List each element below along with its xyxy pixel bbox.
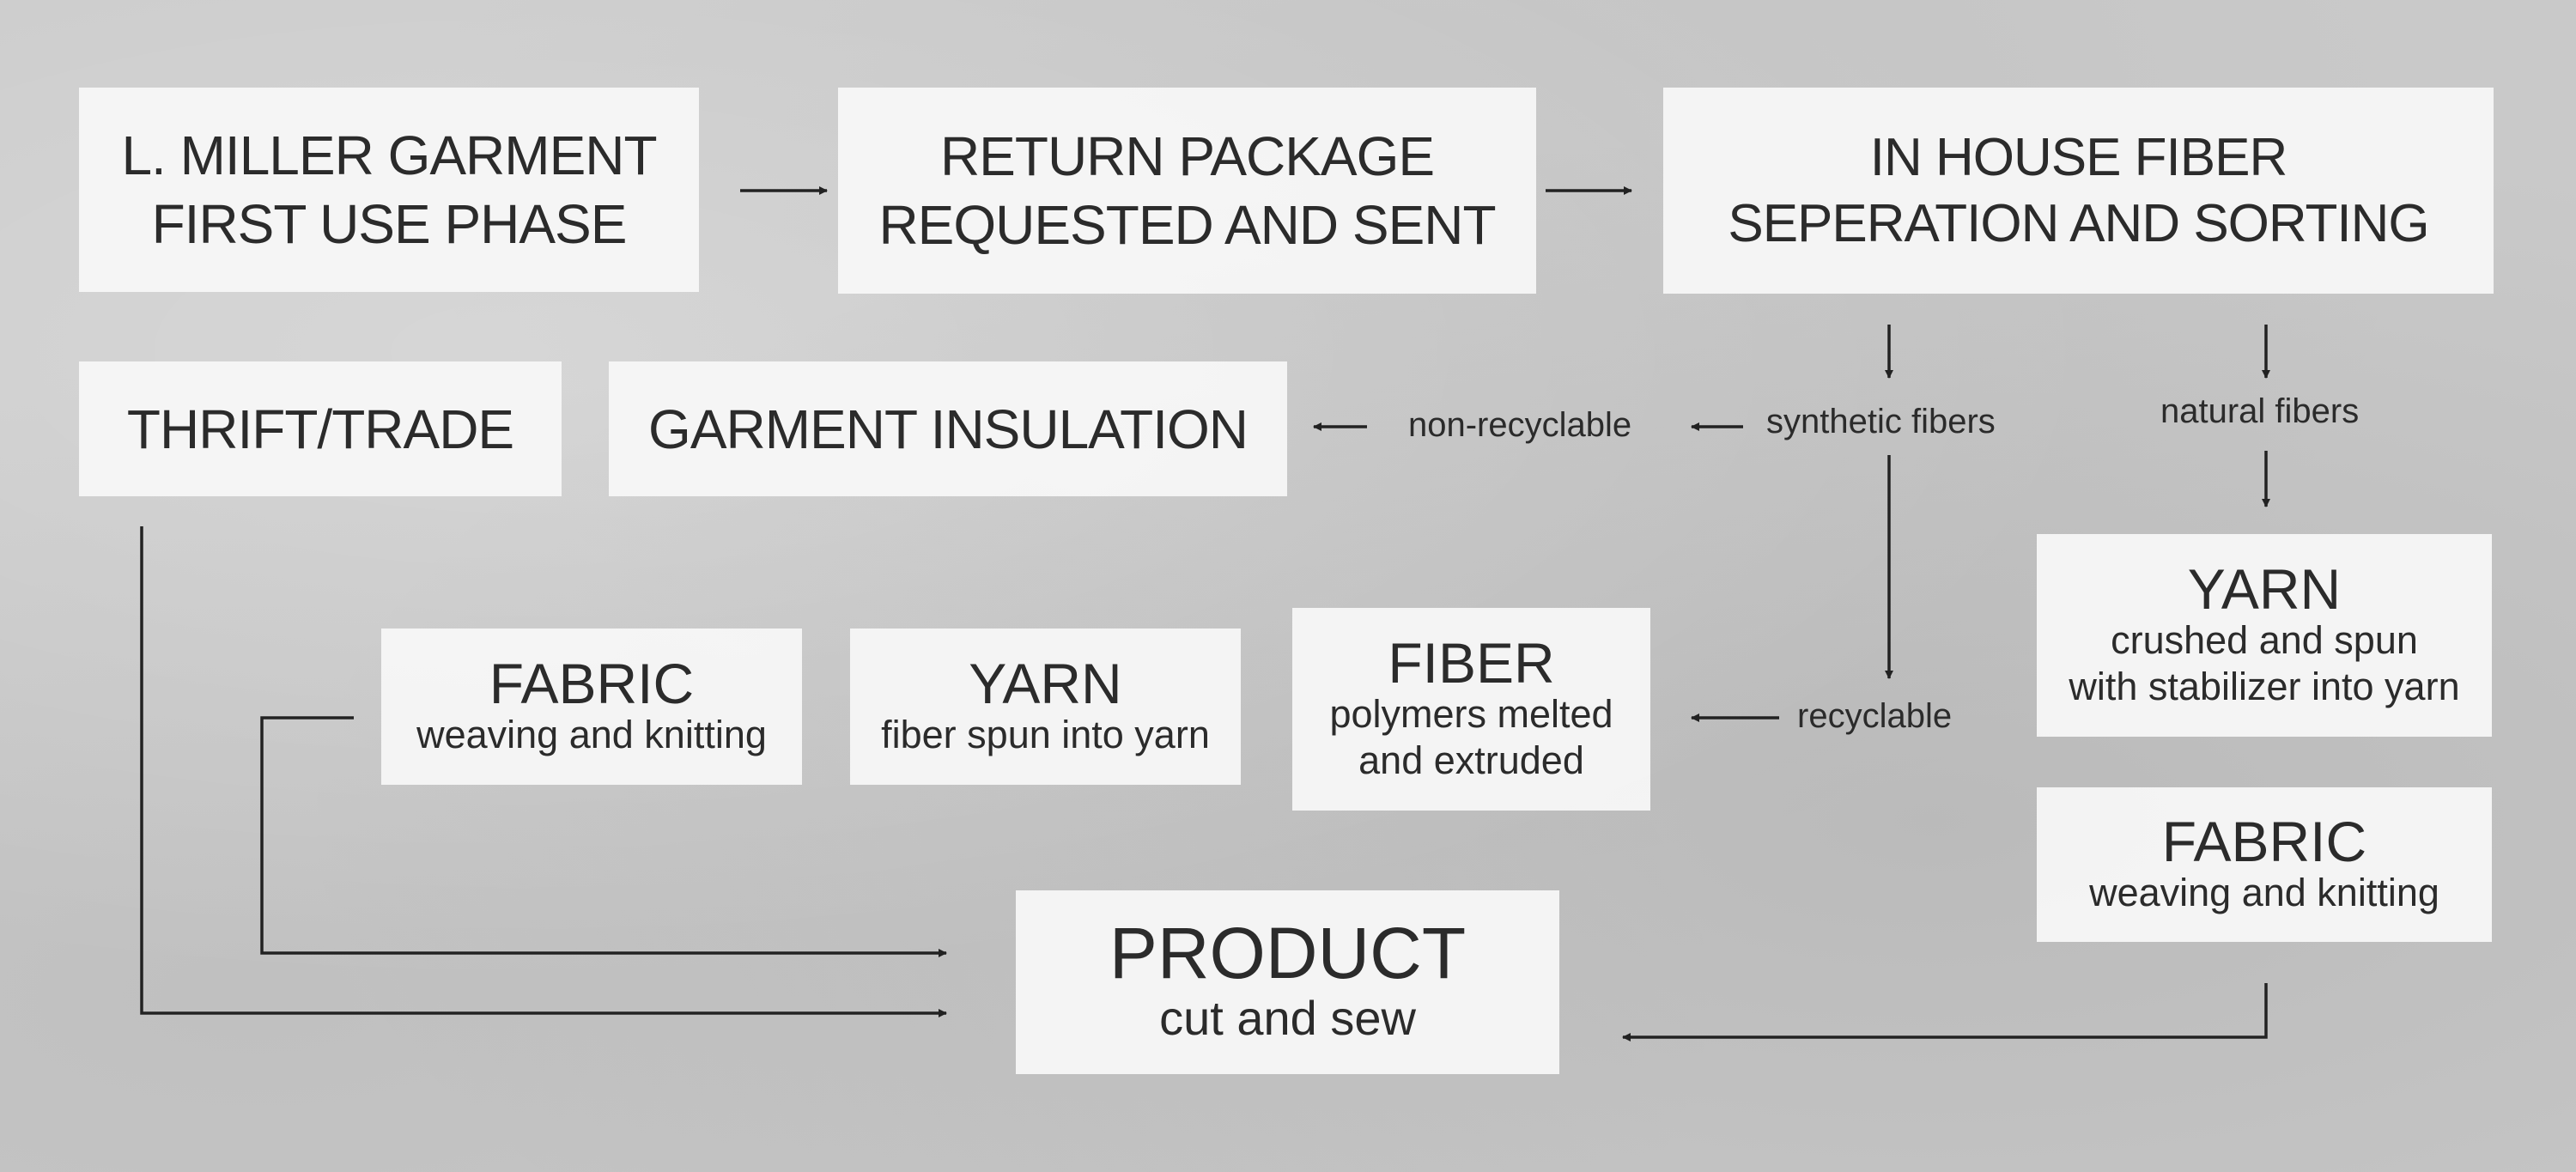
garment-insulation-box: GARMENT INSULATION: [609, 361, 1287, 496]
fabric-left-box: FABRIC weaving and knitting: [381, 629, 802, 785]
fabric-right-head: FABRIC: [2161, 810, 2367, 873]
natural-fibers-label: natural fibers: [2160, 392, 2360, 430]
first-use-line-1: L. MILLER GARMENT: [121, 124, 657, 186]
non-recyclable-label: non-recyclable: [1408, 406, 1632, 444]
fabric-right-box: FABRIC weaving and knitting: [2037, 787, 2492, 942]
recyclable-label: recyclable: [1797, 697, 1953, 735]
fiber-sorting-box: IN HOUSE FIBER SEPERATION AND SORTING: [1663, 88, 2494, 294]
yarn-right-box: YARN crushed and spun with stabilizer in…: [2037, 534, 2492, 737]
product-head: PRODUCT: [1109, 913, 1467, 994]
fabric-left-sub: weaving and knitting: [416, 713, 767, 756]
arrow-thrift-to-product: [140, 526, 947, 1017]
yarn-right-sub-1: crushed and spun: [2111, 618, 2418, 662]
arrow-fabric-right-to-product: [1622, 983, 2268, 1041]
fiber-sub-1: polymers melted: [1329, 692, 1613, 736]
fabric-right-sub: weaving and knitting: [2089, 871, 2439, 914]
product-box: PRODUCT cut and sew: [1016, 890, 1559, 1074]
first-use-line-2: FIRST USE PHASE: [151, 193, 628, 255]
synthetic-fibers-label: synthetic fibers: [1766, 403, 1996, 440]
arrow-fabric-to-product: [260, 716, 947, 957]
product-sub: cut and sew: [1159, 991, 1416, 1046]
thrift-trade-box: THRIFT/TRADE: [79, 361, 562, 496]
return-package-box: RETURN PACKAGE REQUESTED AND SENT: [838, 88, 1536, 294]
yarn-right-head: YARN: [2187, 557, 2342, 621]
first-use-phase-box: L. MILLER GARMENT FIRST USE PHASE: [79, 88, 699, 292]
yarn-mid-sub: fiber spun into yarn: [881, 713, 1210, 756]
fiber-sub-2: and extruded: [1358, 738, 1584, 782]
return-package-line-1: RETURN PACKAGE: [939, 125, 1435, 187]
fiber-sorting-line-1: IN HOUSE FIBER: [1869, 127, 2288, 187]
fiber-sorting-line-2: SEPERATION AND SORTING: [1728, 194, 2429, 253]
return-package-line-2: REQUESTED AND SENT: [878, 194, 1496, 256]
thrift-trade-title: THRIFT/TRADE: [126, 398, 514, 460]
fiber-box: FIBER polymers melted and extruded: [1292, 608, 1650, 811]
yarn-right-sub-2: with stabilizer into yarn: [2069, 665, 2460, 708]
garment-insulation-title: GARMENT INSULATION: [648, 398, 1249, 460]
fabric-left-head: FABRIC: [489, 652, 695, 715]
yarn-mid-head: YARN: [969, 652, 1122, 715]
yarn-mid-box: YARN fiber spun into yarn: [850, 629, 1241, 785]
fiber-head: FIBER: [1388, 631, 1555, 695]
